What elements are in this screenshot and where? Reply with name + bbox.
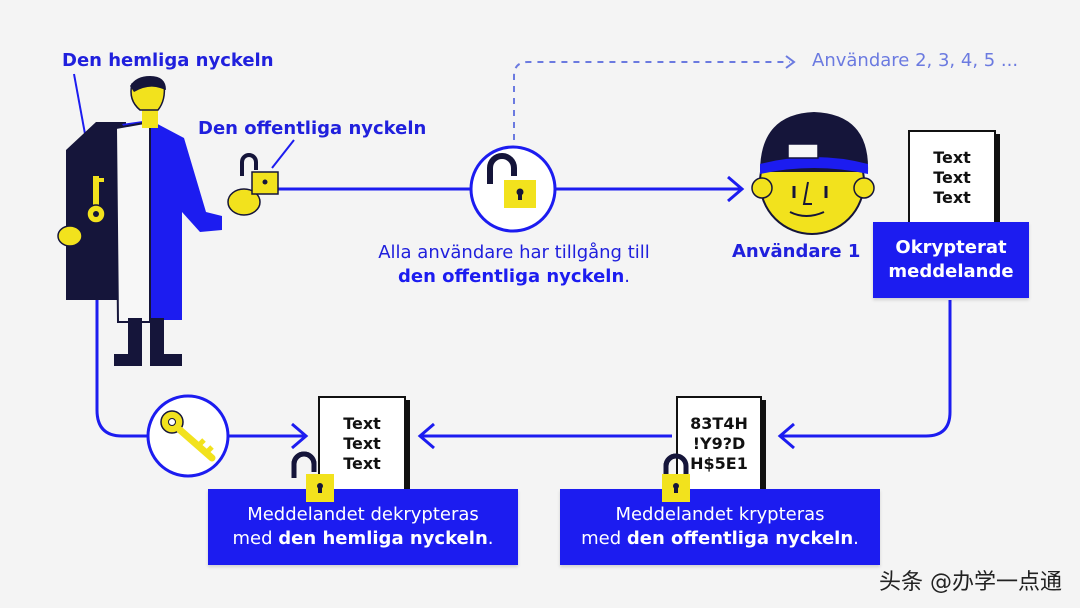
paper-line: Text bbox=[343, 434, 381, 453]
encrypted-paper: 83T4H !Y9?D H$5E1 bbox=[676, 396, 762, 492]
connector-person-to-key bbox=[95, 300, 150, 438]
unencrypted-message-box: Okrypterat meddelande bbox=[873, 222, 1029, 298]
public-key-leader bbox=[271, 139, 295, 169]
encrypt-box-tail: . bbox=[853, 528, 859, 549]
public-access-line2: den offentliga nyckeln. bbox=[364, 265, 664, 289]
secret-key-small-icon bbox=[86, 176, 106, 224]
decrypt-box-pre: med bbox=[232, 528, 279, 549]
paper-line: !Y9?D bbox=[692, 434, 746, 453]
paper-line: 83T4H bbox=[690, 414, 748, 433]
paper-line: H$5E1 bbox=[690, 454, 748, 473]
secret-key-label: Den hemliga nyckeln bbox=[62, 50, 274, 71]
encrypt-box: Meddelandet krypteras med den offentliga… bbox=[560, 489, 880, 565]
encrypt-box-line2: med den offentliga nyckeln. bbox=[581, 527, 859, 551]
encrypt-box-bold: den offentliga nyckeln bbox=[626, 528, 854, 549]
paper-line: Text bbox=[933, 188, 971, 207]
public-access-line1: Alla användare har tillgång till bbox=[378, 242, 650, 263]
decrypt-box-bold: den hemliga nyckeln bbox=[278, 528, 488, 549]
dashed-connector bbox=[513, 61, 790, 140]
decrypted-paper: Text Text Text bbox=[318, 396, 406, 492]
arrow-to-decrypted bbox=[417, 422, 435, 450]
connector-unencrypted-to-encrypted bbox=[780, 300, 952, 438]
dashed-arrow-head bbox=[785, 55, 796, 69]
paper-line: Text bbox=[343, 414, 381, 433]
arrow-to-encrypted bbox=[777, 422, 795, 450]
public-access-note: Alla användare har tillgång till den off… bbox=[364, 241, 664, 289]
watermark: 头条 @办学一点通 bbox=[879, 570, 1062, 595]
decrypt-box-tail: . bbox=[487, 528, 494, 549]
unencrypted-paper: Text Text Text bbox=[908, 130, 996, 226]
arrow-key-to-paper bbox=[291, 422, 309, 450]
public-key-label: Den offentliga nyckeln bbox=[198, 118, 427, 139]
other-users-label: Användare 2, 3, 4, 5 ... bbox=[812, 50, 1019, 71]
key-icon bbox=[146, 394, 230, 478]
user1-label: Användare 1 bbox=[732, 241, 861, 262]
center-padlock-icon bbox=[469, 145, 557, 233]
decrypt-box: Meddelandet dekrypteras med den hemliga … bbox=[208, 489, 518, 565]
encrypt-box-line1: Meddelandet krypteras bbox=[615, 504, 825, 525]
unencrypted-box-line1: Okrypterat bbox=[895, 237, 1007, 258]
paper-line: Text bbox=[343, 454, 381, 473]
unencrypted-box-line2: meddelande bbox=[888, 261, 1014, 282]
public-access-bold: den offentliga nyckeln bbox=[397, 266, 625, 287]
encrypt-box-pre: med bbox=[581, 528, 627, 549]
user-avatar-icon bbox=[751, 112, 875, 235]
arrow-to-user1 bbox=[727, 175, 745, 203]
decrypt-box-line2: med den hemliga nyckeln. bbox=[233, 527, 494, 551]
public-access-tail: . bbox=[624, 266, 631, 287]
decrypt-box-line1: Meddelandet dekrypteras bbox=[247, 504, 479, 525]
paper-line: Text bbox=[933, 168, 971, 187]
paper-line: Text bbox=[933, 148, 971, 167]
hand-padlock-icon bbox=[240, 153, 279, 195]
